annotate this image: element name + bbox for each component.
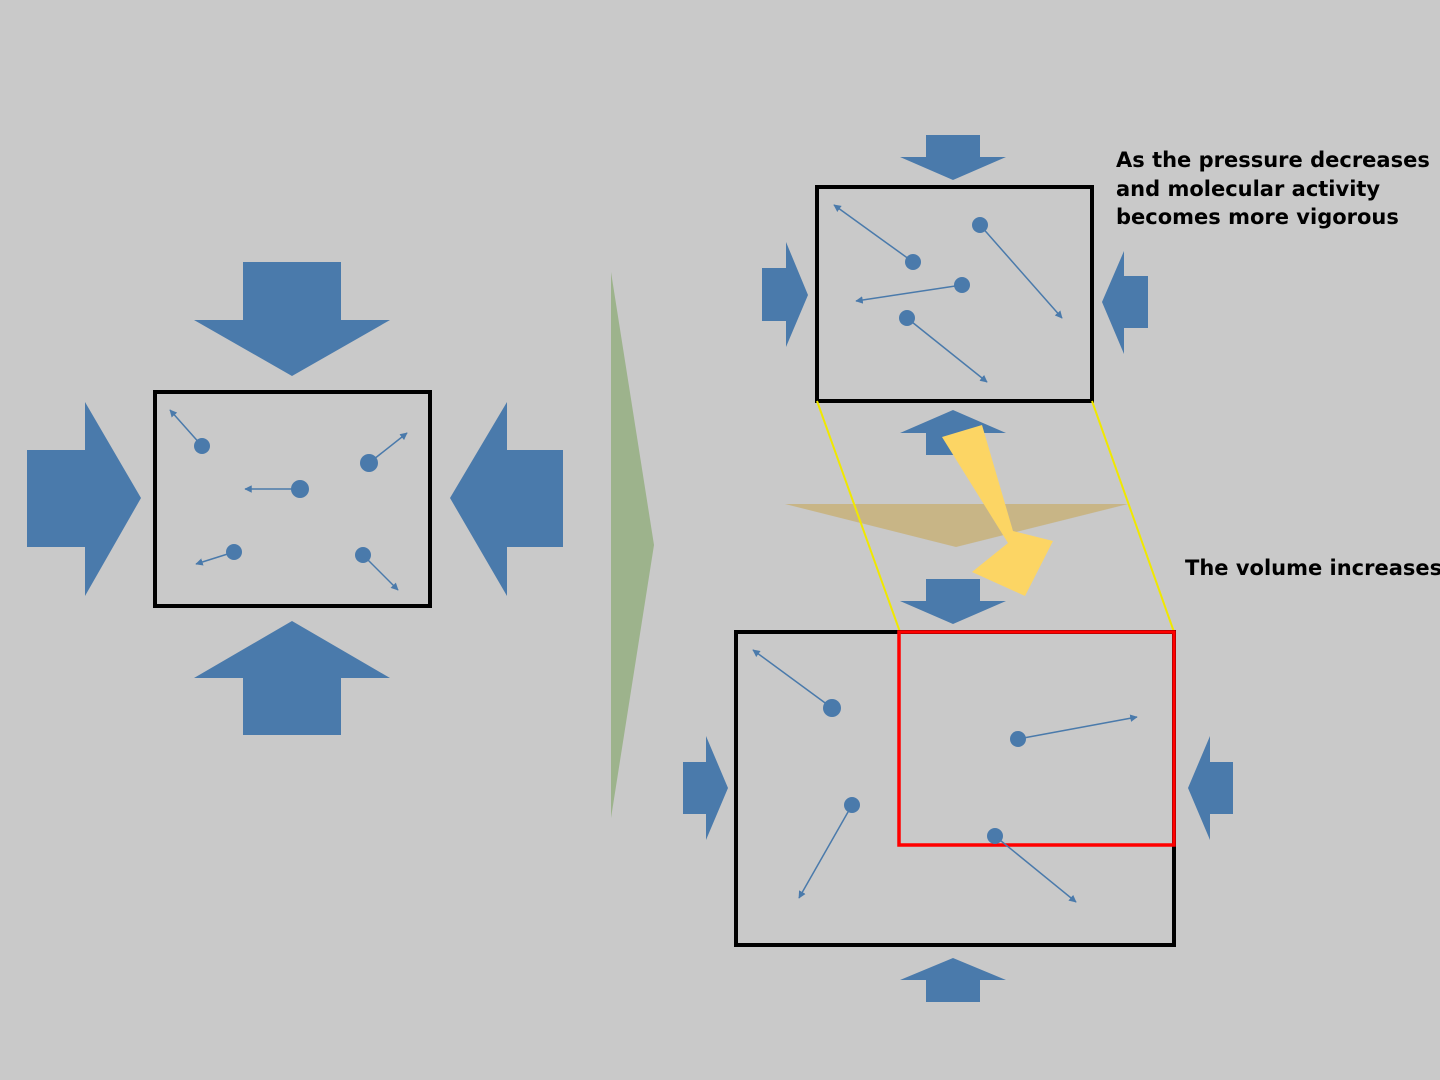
molecule — [798, 797, 860, 899]
volume-caption: The volume increases — [1185, 556, 1440, 580]
pressure-caption-line-2: and molecular activity — [1116, 176, 1381, 201]
container-initial — [815, 185, 1094, 403]
molecule — [899, 310, 988, 383]
container-expanded — [734, 630, 1176, 947]
volume-increase-region — [897, 630, 1176, 847]
right-bottom-state — [683, 579, 1233, 1002]
highlight-arrow-icon — [942, 425, 1053, 596]
transition-arrow-icon — [611, 272, 654, 818]
molecule — [244, 480, 309, 498]
molecule — [972, 217, 1063, 319]
pressure-caption-line-1: As the pressure decreases — [1116, 148, 1430, 172]
projection-line-right — [1091, 400, 1175, 633]
pressure-arrow-bottom-icon — [194, 621, 390, 735]
pressure-arrow-top-icon — [194, 262, 390, 376]
container-small — [153, 390, 432, 608]
faded-transition-arrow-icon — [785, 504, 1128, 547]
molecule — [195, 544, 242, 566]
molecule — [987, 828, 1077, 903]
pressure-arrow-left-icon — [762, 242, 808, 347]
pressure-caption-line-3: becomes more vigorous — [1116, 205, 1399, 229]
molecule — [360, 432, 408, 472]
left-state — [27, 262, 563, 735]
molecule — [355, 547, 399, 591]
pressure-arrow-left-icon — [27, 402, 141, 596]
projection-line-left — [816, 400, 901, 633]
molecule — [833, 204, 921, 270]
pressure-arrow-top-icon — [900, 579, 1006, 624]
pressure-arrow-right-icon — [450, 402, 563, 596]
molecule — [169, 409, 210, 454]
pressure-arrow-left-icon — [683, 736, 728, 840]
molecule — [855, 277, 970, 304]
pressure-arrow-bottom-icon — [900, 958, 1006, 1002]
molecule — [1010, 714, 1138, 747]
pressure-arrow-top-icon — [900, 135, 1006, 180]
pressure-arrow-right-icon — [1102, 251, 1148, 354]
pressure-caption: As the pressure decreases and molecular … — [1116, 146, 1436, 232]
molecule — [752, 649, 841, 717]
pressure-arrow-right-icon — [1188, 736, 1233, 840]
